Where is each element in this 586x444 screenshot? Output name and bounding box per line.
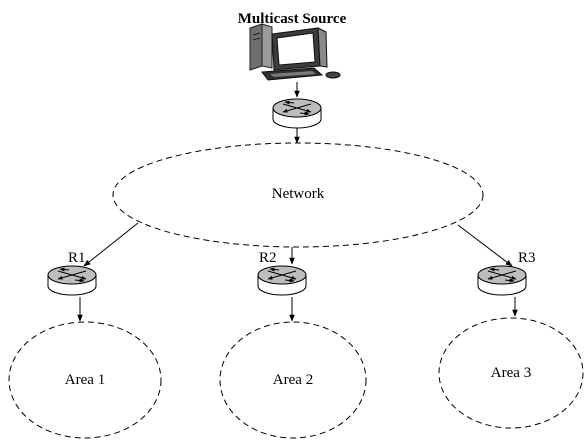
computer-workstation-icon xyxy=(249,23,341,81)
area-3-ellipse xyxy=(438,317,584,429)
source-label: Multicast Source xyxy=(238,11,347,27)
router-r1-icon xyxy=(48,266,96,295)
router-label-r3: R3 xyxy=(518,250,536,266)
network-ellipse xyxy=(112,142,484,248)
source-router-icon xyxy=(273,99,321,128)
area-2-ellipse xyxy=(219,321,367,439)
area-label-1: Area 1 xyxy=(65,372,105,388)
area-label-2: Area 2 xyxy=(273,372,313,388)
router-label-r1: R1 xyxy=(68,250,86,266)
network-label: Network xyxy=(272,186,325,202)
router-r2-icon xyxy=(258,266,306,295)
router-r3-icon xyxy=(478,266,526,295)
router-label-r2: R2 xyxy=(259,250,277,266)
area-1-ellipse xyxy=(8,321,162,439)
area-label-3: Area 3 xyxy=(491,365,531,381)
